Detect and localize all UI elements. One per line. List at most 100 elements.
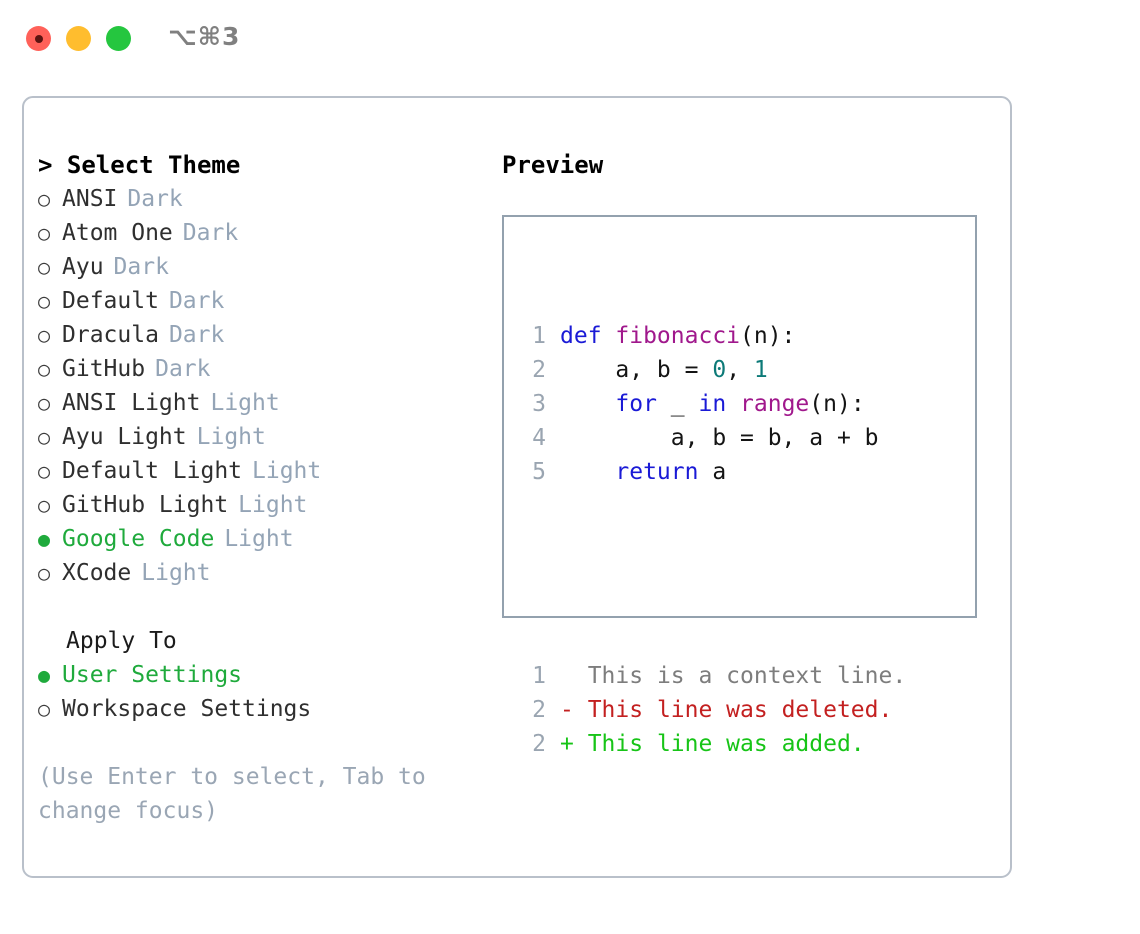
apply-to-section: Apply To ● User Settings ○ Workspace Settin… [38, 624, 468, 726]
theme-name: GitHub Light [62, 492, 229, 518]
theme-variant-tag: Light [141, 560, 211, 586]
close-button[interactable] [26, 26, 51, 51]
preview-title: Preview [502, 151, 604, 179]
theme-list-item[interactable]: ● Google Code Light [38, 522, 468, 556]
code-token [726, 391, 740, 417]
theme-list-item[interactable]: ○ Default Light Light [38, 454, 468, 488]
line-number: 1 [532, 663, 546, 689]
theme-name: GitHub [62, 356, 146, 382]
line-number: 2 [532, 357, 546, 383]
code-diff-separator [522, 557, 975, 591]
code-token: a, b = [560, 357, 713, 383]
theme-variant-tag: Light [210, 390, 280, 416]
code-token: 0 [712, 357, 727, 383]
theme-name: ANSI Light [62, 390, 201, 416]
code-token: 1 [753, 357, 768, 383]
diff-marker: + [560, 731, 574, 757]
radio-filled-icon: ● [38, 663, 51, 687]
theme-variant-tag: Dark [155, 356, 211, 382]
line-number: 2 [532, 731, 546, 757]
theme-list-item[interactable]: ○ Ayu Dark [38, 250, 468, 284]
maximize-button[interactable] [106, 26, 131, 51]
code-token: return [615, 459, 699, 485]
radio-empty-icon: ○ [38, 323, 51, 347]
line-number: 1 [532, 323, 546, 349]
theme-name: XCode [62, 560, 132, 586]
theme-name: Dracula [62, 322, 159, 348]
theme-variant-tag: Dark [127, 186, 183, 212]
theme-variant-tag: Light [224, 526, 294, 552]
theme-name: Atom One [62, 220, 173, 246]
radio-empty-icon: ○ [38, 493, 51, 517]
diff-marker [560, 663, 574, 689]
theme-name: Ayu Light [62, 424, 187, 450]
minimize-button[interactable] [66, 26, 91, 51]
code-token: (n): [740, 323, 796, 349]
line-number: 3 [532, 391, 546, 417]
theme-variant-tag: Dark [182, 220, 239, 246]
apply-to-option[interactable]: ○ Workspace Settings [38, 692, 468, 726]
radio-empty-icon: ○ [38, 357, 51, 381]
line-number: 5 [532, 459, 546, 485]
theme-name: Ayu [62, 254, 104, 280]
code-token: _ [656, 391, 699, 417]
theme-list-item[interactable]: ○ GitHub Dark [38, 352, 468, 386]
theme-variant-tag: Light [252, 458, 322, 484]
radio-empty-icon: ○ [38, 221, 51, 245]
title-bar: ⌥⌘3 [0, 0, 1140, 78]
code-line: 2 a, b = 0, 1 [522, 353, 975, 387]
code-line: 5 return a [522, 455, 975, 489]
diff-text: This line was deleted. [573, 697, 893, 723]
theme-name: Default Light [62, 458, 243, 484]
theme-name: Google Code [62, 526, 215, 552]
diff-text: This is a context line. [573, 663, 907, 689]
code-token: range [740, 391, 810, 417]
code-token: a [698, 459, 727, 485]
radio-empty-icon: ○ [38, 459, 51, 483]
code-line: 3 for _ in range(n): [522, 387, 975, 421]
apply-to-option[interactable]: ● User Settings [38, 658, 468, 692]
code-token: fibonacci [615, 323, 741, 349]
radio-empty-icon: ○ [38, 697, 51, 721]
apply-to-list[interactable]: ● User Settings ○ Workspace Settings [38, 658, 468, 726]
theme-variant-tag: Light [238, 492, 308, 518]
radio-empty-icon: ○ [38, 561, 51, 585]
code-token: (n): [809, 391, 865, 417]
radio-empty-icon: ○ [38, 255, 51, 279]
diff-text: This line was added. [573, 731, 865, 757]
theme-list-item[interactable]: ○ ANSI Light Light [38, 386, 468, 420]
radio-filled-icon: ● [38, 527, 51, 551]
diff-block: 1 This is a context line. 2- This line wa… [522, 659, 975, 761]
radio-empty-icon: ○ [38, 391, 51, 415]
theme-list-item[interactable]: ○ Dracula Dark [38, 318, 468, 352]
code-token: for [615, 391, 657, 417]
apply-to-label: Workspace Settings [62, 696, 312, 722]
theme-variant-tag: Light [196, 424, 266, 450]
theme-list-item[interactable]: ○ XCode Light [38, 556, 468, 590]
code-line: 4 a, b = b, a + b [522, 421, 975, 455]
theme-variant-tag: Dark [168, 322, 225, 348]
code-token [560, 459, 615, 485]
window-controls [26, 26, 131, 51]
apply-to-title: Apply To [66, 628, 177, 654]
code-token: a, b = b, a + b [560, 425, 879, 451]
theme-list-item[interactable]: ○ Atom One Dark [38, 216, 468, 250]
theme-variant-tag: Dark [168, 288, 225, 314]
diff-line: 2- This line was deleted. [522, 693, 975, 727]
theme-list-item[interactable]: ○ GitHub Light Light [38, 488, 468, 522]
code-token: in [698, 391, 727, 417]
keyboard-hint-text: (Use Enter to select, Tab to change focu… [38, 764, 440, 824]
apply-to-label: User Settings [62, 662, 243, 688]
radio-empty-icon: ○ [38, 289, 51, 313]
theme-variant-tag: Dark [113, 254, 169, 280]
theme-name: ANSI [62, 186, 118, 212]
